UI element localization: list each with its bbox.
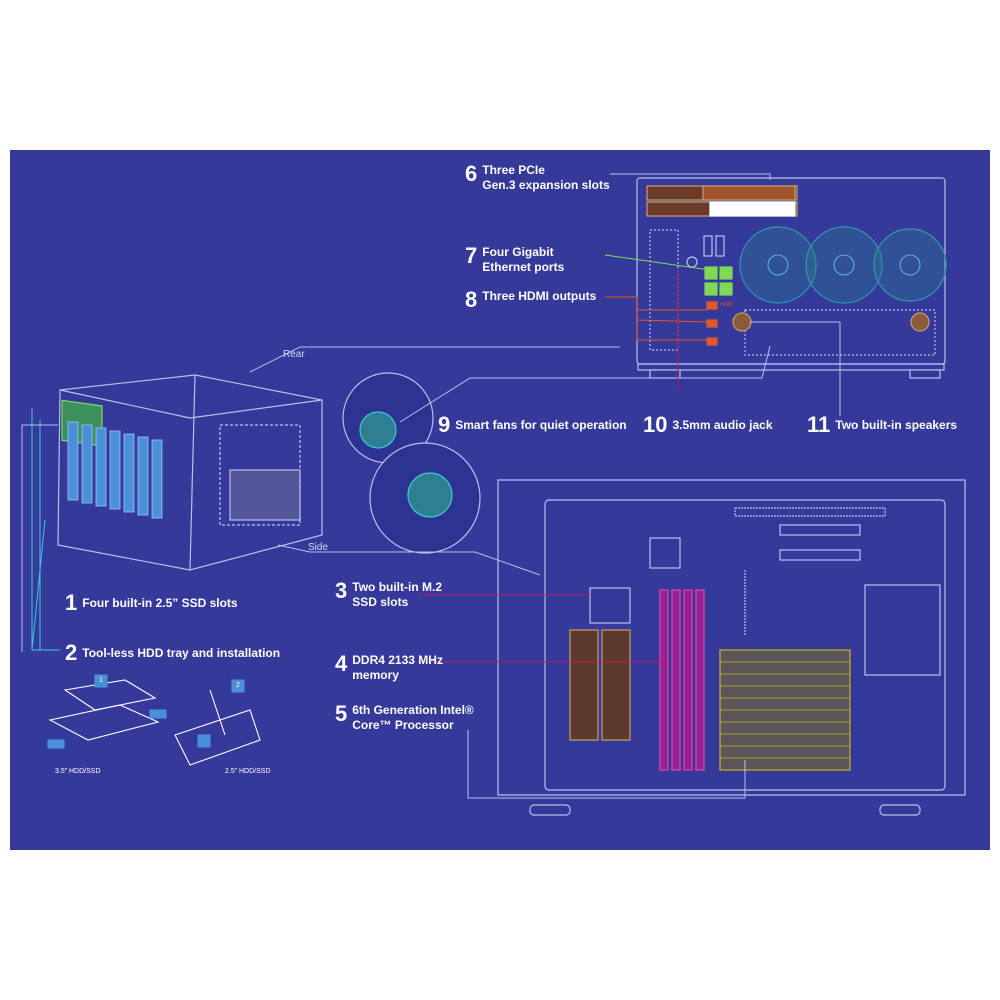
- callout-number: 6: [465, 161, 478, 186]
- callout-text: Three HDMI outputs: [482, 289, 597, 303]
- callout-text: 6th Generation Intel®: [352, 703, 474, 717]
- view-label-side: Side: [308, 542, 329, 553]
- fan-icon: [342, 372, 481, 554]
- callout-number: 7: [465, 243, 478, 268]
- tray-label-35: 3.5” HDD/SSD: [55, 768, 101, 775]
- rear-panel-icon: [636, 177, 947, 379]
- callout-text: Smart fans for quiet operation: [455, 418, 627, 432]
- callout-text: DDR4 2133 MHz: [352, 653, 443, 667]
- callout-text: Four Gigabit: [482, 245, 554, 259]
- callout-number: 11: [807, 412, 831, 437]
- hdmi-port-label: HDMI: [720, 302, 733, 308]
- callout-hdmi-outputs: 8 Three HDMI outputs: [465, 289, 596, 311]
- callout-number: 4: [335, 651, 348, 676]
- nas-enclosure-icon: [57, 374, 323, 571]
- callout-number: 2: [65, 640, 78, 665]
- tray-step-1: 1: [99, 677, 103, 684]
- motherboard-icon: [497, 479, 966, 816]
- callout-speakers: 11 Two built-in speakers: [807, 414, 957, 436]
- callout-text: Tool-less HDD tray and installation: [82, 646, 281, 660]
- callout-text: Two built-in speakers: [835, 418, 958, 432]
- callout-text: Four built-in 2.5” SSD slots: [82, 596, 238, 610]
- callout-number: 1: [65, 590, 78, 615]
- callout-number: 10: [643, 412, 668, 437]
- view-label-rear: Rear: [283, 349, 305, 360]
- tray-label-25: 2.5” HDD/SSD: [225, 768, 271, 775]
- callout-smart-fans: 9 Smart fans for quiet operation: [438, 414, 627, 436]
- callout-number: 3: [335, 578, 348, 603]
- callout-text: 3.5mm audio jack: [672, 418, 773, 432]
- callout-ssd-slots: 1 Four built-in 2.5” SSD slots: [65, 592, 238, 614]
- callout-audio-jack: 10 3.5mm audio jack: [643, 414, 773, 436]
- callout-text: SSD slots: [352, 595, 409, 609]
- callout-text: Core™ Processor: [352, 718, 454, 732]
- hdd-tray-icon: [47, 674, 261, 766]
- hardware-illustration: [21, 173, 966, 816]
- callout-text: Ethernet ports: [482, 260, 565, 274]
- tray-step-2: 2: [236, 682, 240, 689]
- callout-hdd-tray: 2 Tool-less HDD tray and installation: [65, 642, 280, 664]
- callout-number: 5: [335, 701, 348, 726]
- callout-number: 9: [438, 412, 451, 437]
- callout-text: memory: [352, 668, 399, 682]
- callout-number: 8: [465, 287, 478, 312]
- callout-processor: 5 6th Generation Intel®Core™ Processor: [335, 703, 474, 733]
- callout-text: Two built-in M.2: [352, 580, 443, 594]
- callout-text: Three PCIe: [482, 163, 545, 177]
- callout-text: Gen.3 expansion slots: [482, 178, 610, 192]
